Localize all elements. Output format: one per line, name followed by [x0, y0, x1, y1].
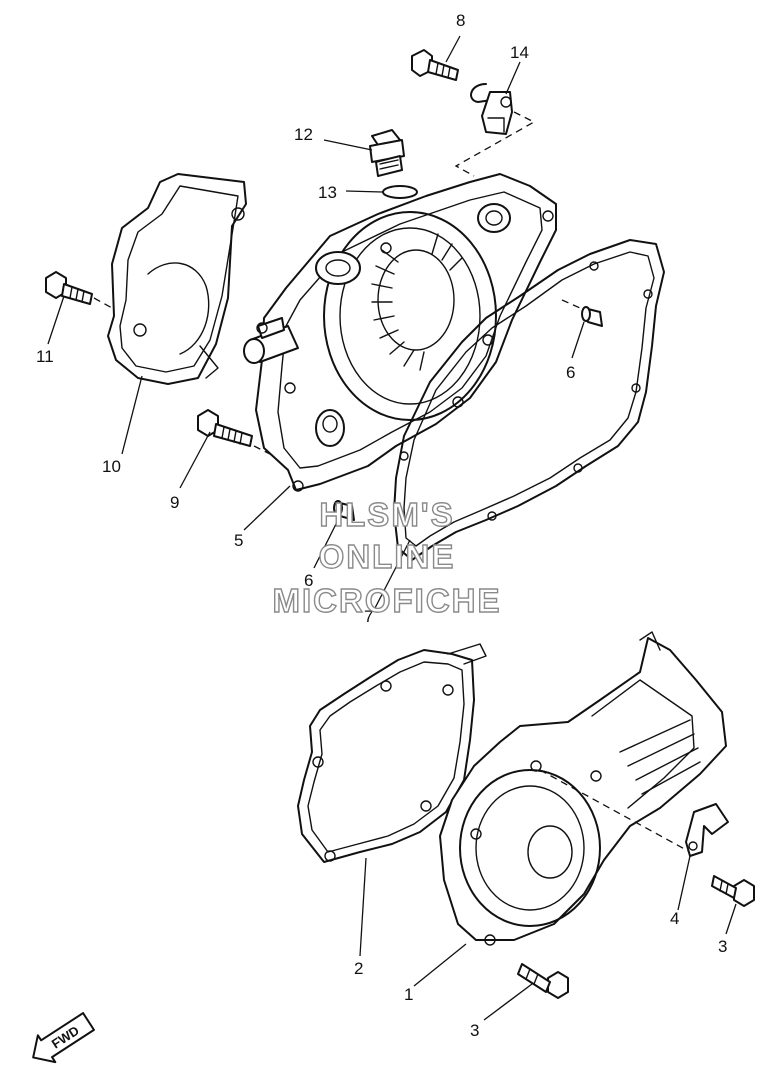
callout-3-right: 3	[718, 937, 727, 956]
callout-12: 12	[294, 125, 313, 144]
bolt-3-bottom[interactable]	[517, 963, 569, 999]
gasket-7[interactable]	[393, 239, 665, 561]
callout-6-center: 6	[304, 571, 313, 590]
crankcase-cover-5[interactable]	[243, 173, 557, 492]
clamp-14[interactable]	[470, 83, 513, 135]
watermark-line-2: ONLINE	[319, 538, 456, 575]
callout-6-right: 6	[566, 363, 575, 382]
callout-5: 5	[234, 531, 243, 550]
bolt-8[interactable]	[411, 49, 459, 81]
callout-10: 10	[102, 457, 121, 476]
watermark-line-3: MICROFICHE	[273, 582, 502, 619]
watermark: HLSM'S ONLINE MICROFICHE	[272, 495, 502, 619]
bolt-9[interactable]	[197, 409, 253, 447]
callout-3-bottom: 3	[470, 1021, 479, 1040]
bolt-3-right[interactable]	[711, 875, 755, 907]
callout-7: 7	[364, 607, 373, 626]
callout-2: 2	[354, 959, 363, 978]
stator-cover-10[interactable]	[107, 173, 247, 385]
crankcase-cover-1[interactable]	[439, 631, 727, 946]
callout-9: 9	[170, 493, 179, 512]
gasket-2[interactable]	[297, 649, 475, 863]
watermark-line-1: HLSM'S	[319, 496, 454, 533]
callout-4: 4	[670, 909, 679, 928]
dowel-pin-6-right[interactable]	[581, 306, 603, 327]
bracket-4[interactable]	[685, 803, 729, 857]
fwd-arrow-icon: FWD	[32, 1012, 95, 1064]
oil-filler-plug-12[interactable]	[369, 129, 405, 177]
callout-1: 1	[404, 985, 413, 1004]
dowel-pin-6-center[interactable]	[333, 500, 355, 521]
callout-13: 13	[318, 183, 337, 202]
callout-8: 8	[456, 11, 465, 30]
callout-11: 11	[36, 347, 54, 366]
bolt-11[interactable]	[45, 271, 93, 305]
callout-14: 14	[510, 43, 529, 62]
o-ring-13[interactable]	[382, 185, 418, 199]
